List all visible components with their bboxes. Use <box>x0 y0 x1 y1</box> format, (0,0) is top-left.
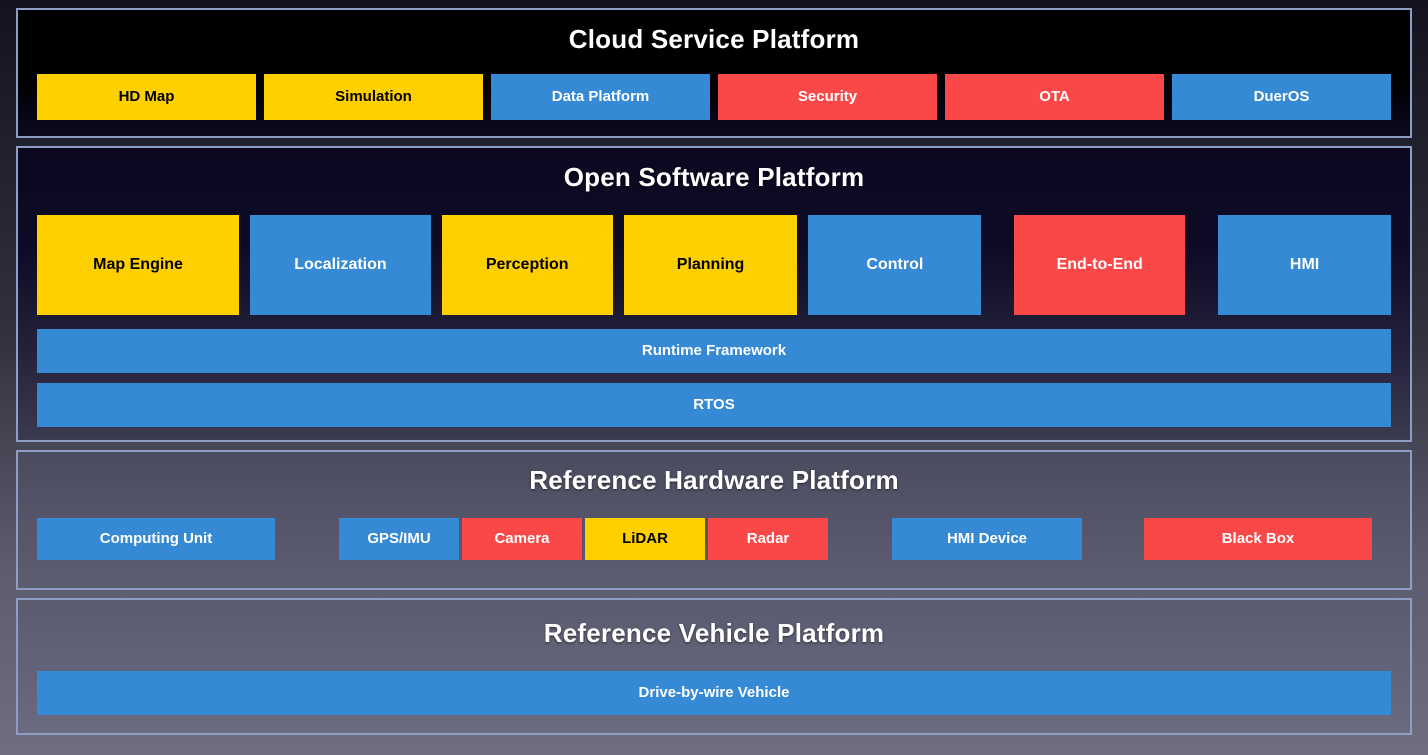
cloud-box-ota[interactable]: OTA <box>945 74 1164 120</box>
software-box-localization[interactable]: Localization <box>250 215 431 315</box>
hardware-box-radar[interactable]: Radar <box>708 518 828 560</box>
hardware-box-lidar[interactable]: LiDAR <box>585 518 705 560</box>
vehicle-box-row: Drive-by-wire Vehicle <box>18 671 1410 715</box>
hardware-box-gps-imu[interactable]: GPS/IMU <box>339 518 459 560</box>
cloud-box-hd-map[interactable]: HD Map <box>37 74 256 120</box>
software-module-row: Map Engine Localization Perception Plann… <box>18 215 1410 315</box>
layer-title-reference-hardware: Reference Hardware Platform <box>529 465 899 495</box>
hardware-box-hmi-device[interactable]: HMI Device <box>892 518 1082 560</box>
layer-title-reference-vehicle: Reference Vehicle Platform <box>543 618 885 648</box>
hardware-box-computing-unit[interactable]: Computing Unit <box>37 518 275 560</box>
software-box-map-engine[interactable]: Map Engine <box>37 215 240 315</box>
layer-title-cloud: Cloud Service Platform <box>568 24 860 54</box>
cloud-box-data-platform[interactable]: Data Platform <box>491 74 710 120</box>
software-box-end-to-end[interactable]: End-to-End <box>1014 215 1186 315</box>
software-bar-rtos[interactable]: RTOS <box>37 383 1391 427</box>
cloud-box-security[interactable]: Security <box>718 74 937 120</box>
cloud-box-row: HD Map Simulation Data Platform Security… <box>18 74 1410 120</box>
software-runtime-row: Runtime Framework <box>18 329 1410 373</box>
hardware-box-camera[interactable]: Camera <box>462 518 582 560</box>
software-box-control[interactable]: Control <box>808 215 982 315</box>
hardware-sensor-group: GPS/IMU Camera LiDAR Radar <box>339 518 828 560</box>
layer-open-software-platform: Open Software Platform Map Engine Locali… <box>16 146 1412 442</box>
software-bar-runtime-framework[interactable]: Runtime Framework <box>37 329 1391 373</box>
vehicle-box-drive-by-wire[interactable]: Drive-by-wire Vehicle <box>37 671 1391 715</box>
software-box-hmi[interactable]: HMI <box>1218 215 1391 315</box>
cloud-box-dueros[interactable]: DuerOS <box>1172 74 1391 120</box>
software-box-perception[interactable]: Perception <box>441 215 613 315</box>
hardware-box-black-box[interactable]: Black Box <box>1144 518 1372 560</box>
software-rtos-row: RTOS <box>18 383 1410 427</box>
layer-title-open-software: Open Software Platform <box>563 162 865 192</box>
layer-cloud-service-platform: Cloud Service Platform HD Map Simulation… <box>16 8 1412 138</box>
layer-reference-hardware-platform: Reference Hardware Platform Computing Un… <box>16 450 1412 590</box>
hardware-box-row: Computing Unit GPS/IMU Camera LiDAR Rada… <box>18 518 1410 560</box>
cloud-box-simulation[interactable]: Simulation <box>264 74 483 120</box>
layer-reference-vehicle-platform: Reference Vehicle Platform Drive-by-wire… <box>16 598 1412 735</box>
software-box-planning[interactable]: Planning <box>623 215 798 315</box>
